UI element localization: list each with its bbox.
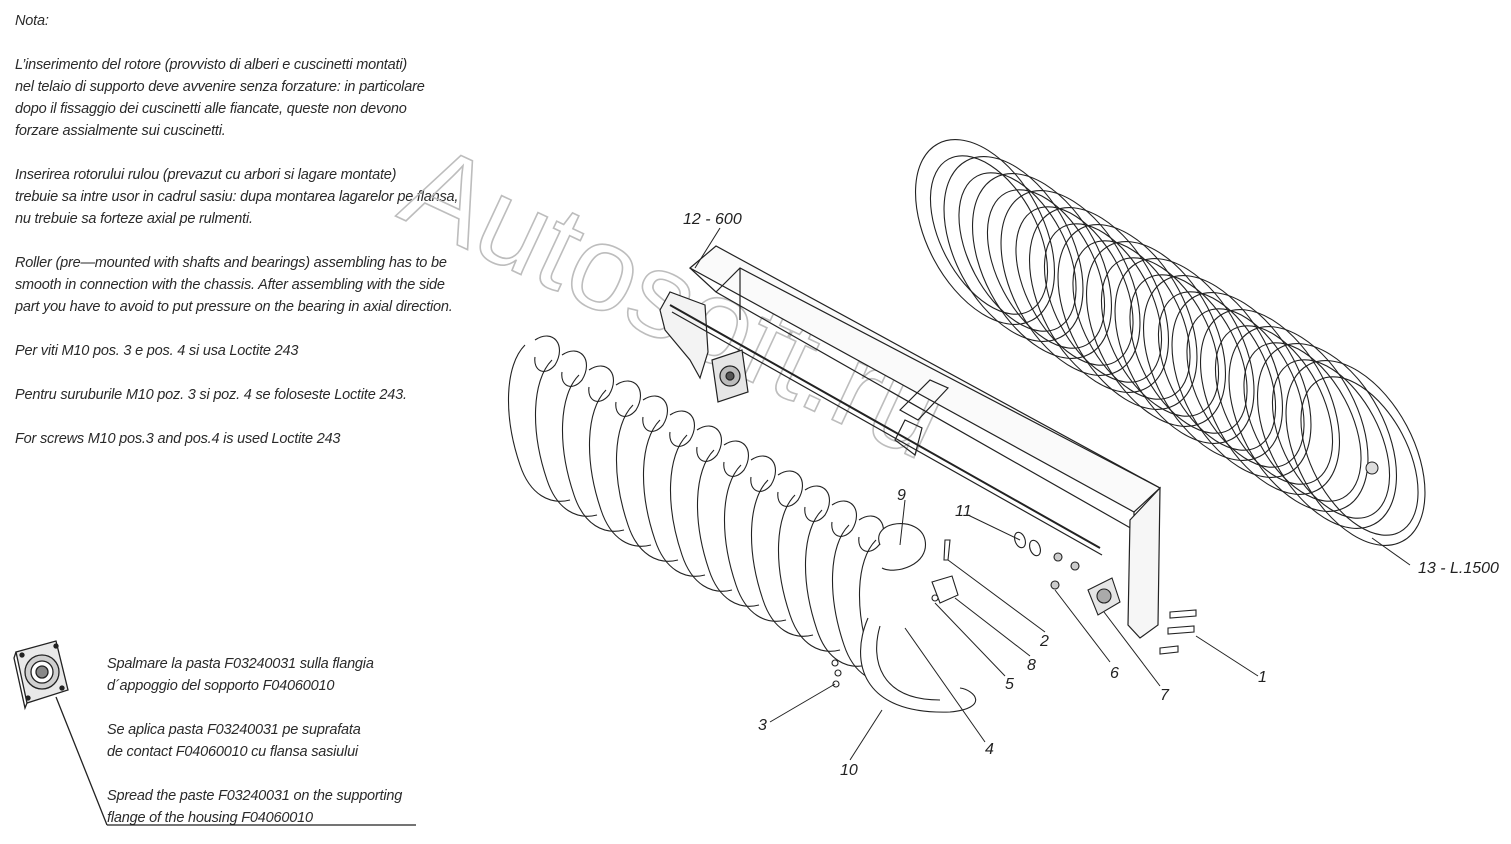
paste-ro-line-2: de contact F04060010 cu flansa sasiului xyxy=(107,744,358,760)
note-en-line-1: Roller (pre—mounted with shafts and bear… xyxy=(15,255,447,271)
hardware-parts xyxy=(831,523,1197,713)
left-bearing xyxy=(711,349,749,403)
roller-ring xyxy=(1028,207,1170,393)
roller-ring xyxy=(1285,360,1426,546)
roller-ring-inner xyxy=(986,189,1106,349)
paste-en-line-1: Spread the paste F03240031 on the suppor… xyxy=(107,788,403,804)
paste-it-line-1: Spalmare la pasta F03240031 sulla flangi… xyxy=(107,656,374,672)
roller-ring xyxy=(1171,292,1312,478)
roller-ring xyxy=(1142,275,1284,461)
assembly-note: Nota: L’inserimento del rotore (provvist… xyxy=(15,10,495,450)
callout-1: 1 xyxy=(1258,669,1267,686)
note-en-line-2: smooth in connection with the chassis. A… xyxy=(15,277,445,293)
note-ro-line-1: Inserirea rotorului rulou (prevazut cu a… xyxy=(15,167,397,183)
spring-tine-roller xyxy=(508,335,922,697)
roller-ring-inner xyxy=(1015,206,1134,366)
callout-12: 12 - 600 xyxy=(683,211,742,228)
callout-6: 6 xyxy=(1110,665,1119,682)
roller-ring xyxy=(943,156,1084,342)
roller-ring-inner xyxy=(1186,308,1305,468)
callout-2: 2 xyxy=(1039,633,1049,650)
callout-4: 4 xyxy=(985,741,994,758)
callout-9: 9 xyxy=(897,487,906,504)
spring-tine xyxy=(670,425,733,592)
roller-ring-inner xyxy=(1271,359,1391,519)
spring-tine xyxy=(751,470,814,637)
spring-tine xyxy=(778,485,841,652)
note-loctite-it: Per viti M10 pos. 3 e pos. 4 si usa Loct… xyxy=(15,343,299,359)
note-it-line-2: nel telaio di supporto deve avvenire sen… xyxy=(15,79,425,95)
spring-tine xyxy=(724,455,787,622)
paste-en-line-2: flange of the housing F04060010 xyxy=(107,810,313,826)
roller-ring xyxy=(1228,326,1369,512)
roller-ring xyxy=(1000,190,1141,376)
spring-tine xyxy=(562,365,625,532)
paste-it-line-2: d´appoggio del sopporto F04060010 xyxy=(107,678,335,694)
roller-ring-inner xyxy=(1214,325,1334,485)
roller-ring xyxy=(1256,343,1398,529)
note-loctite-en: For screws M10 pos.3 and pos.4 is used L… xyxy=(15,431,341,447)
spring-tine xyxy=(805,500,868,667)
rear-roller-hub xyxy=(1365,461,1379,475)
note-ro-line-2: trebuie sa intre usor in cadrul sasiu: d… xyxy=(15,189,459,205)
paste-note: Spalmare la pasta F03240031 sulla flangi… xyxy=(107,653,427,829)
callout-leaders xyxy=(694,227,1411,761)
callout-13: 13 - L.1500 xyxy=(1418,560,1499,577)
note-ro-line-3: nu trebuie sa forteze axial pe rulmenti. xyxy=(15,211,253,227)
chassis-frame xyxy=(659,245,1162,639)
roller-ring-inner xyxy=(1157,291,1277,451)
roller-ring xyxy=(971,173,1113,359)
note-en-line-3: part you have to avoid to put pressure o… xyxy=(15,299,453,315)
paste-ro-line-1: Se aplica pasta F03240031 pe suprafata xyxy=(107,722,361,738)
callout-5: 5 xyxy=(1005,676,1014,693)
callout-7: 7 xyxy=(1160,687,1170,704)
roller-ring-inner xyxy=(1243,342,1362,502)
spring-tine xyxy=(697,440,760,607)
note-heading: Nota: xyxy=(15,13,49,29)
callout-11: 11 xyxy=(955,503,972,520)
spring-tine xyxy=(508,335,571,502)
roller-ring-inner xyxy=(1043,223,1163,383)
note-it-line-1: L’inserimento del rotore (provvisto di a… xyxy=(15,57,407,73)
note-loctite-ro: Pentru suruburile M10 poz. 3 si poz. 4 s… xyxy=(15,387,407,403)
callout-3: 3 xyxy=(758,717,767,734)
note-it-line-3: dopo il fissaggio dei cuscinetti alle fi… xyxy=(15,101,407,117)
note-it-line-4: forzare assialmente sui cuscinetti. xyxy=(15,123,226,139)
spring-tine xyxy=(535,350,598,517)
roller-ring-inner xyxy=(1100,257,1220,417)
roller-ring-inner xyxy=(1300,376,1419,536)
spring-tine xyxy=(589,380,652,547)
roller-ring xyxy=(1057,224,1198,410)
flange-bearing-detail xyxy=(13,640,416,826)
spring-tine xyxy=(616,395,679,562)
rear-roller xyxy=(914,139,1426,546)
roller-ring-inner xyxy=(1072,240,1191,400)
roller-ring xyxy=(914,139,1056,325)
roller-ring-inner xyxy=(1129,274,1248,434)
callout-10: 10 xyxy=(840,762,858,779)
callout-8: 8 xyxy=(1027,657,1036,674)
roller-ring xyxy=(1199,309,1341,495)
roller-ring-inner xyxy=(958,172,1077,332)
roller-ring-inner xyxy=(929,155,1049,315)
spring-tine xyxy=(643,410,706,577)
roller-ring xyxy=(1085,241,1227,427)
roller-ring xyxy=(1114,258,1255,444)
